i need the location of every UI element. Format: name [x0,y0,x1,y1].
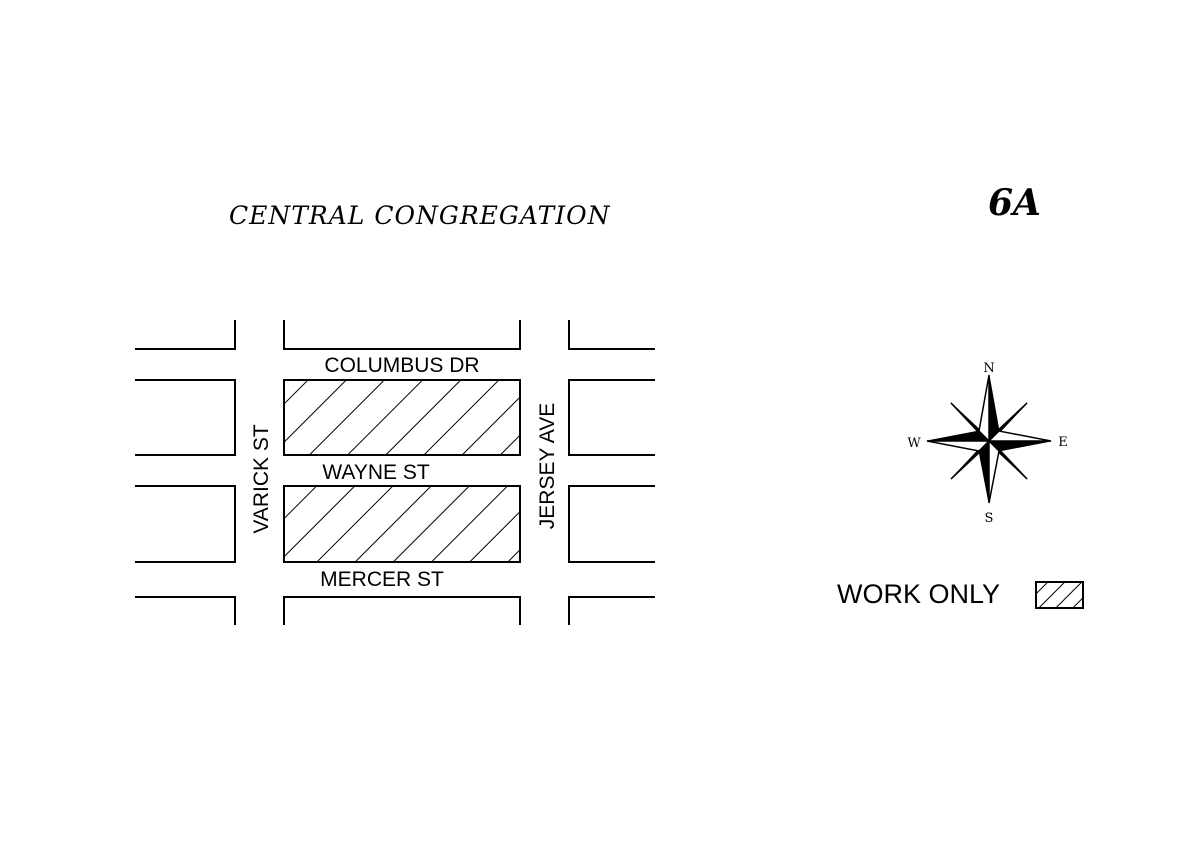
block-outline [135,596,236,625]
street-grid [135,320,655,625]
compass-east-label: E [1058,435,1068,450]
street-label-wayne: WAYNE ST [322,461,430,484]
street-label-jersey: JERSEY AVE [536,403,559,529]
legend: WORK ONLY [837,579,1084,609]
work-block-north [283,379,521,456]
block-outline [283,320,521,350]
block-outline [283,596,521,625]
legend-label: WORK ONLY [837,579,1000,609]
block-outline [568,379,655,456]
block-outline [135,379,236,456]
block-outline [568,596,655,625]
block-outline [135,320,236,350]
territory-code: 6A [988,182,1041,224]
street-label-mercer: MERCER ST [320,568,444,591]
block-outline [568,485,655,563]
street-label-varick: VARICK ST [250,424,273,533]
legend-hatch-swatch [1035,581,1084,609]
work-block-south [283,485,521,563]
block-outline [135,485,236,563]
compass-west-label: W [907,436,921,451]
map-title: CENTRAL CONGREGATION [229,201,611,230]
compass-north-label: N [983,361,994,376]
compass-south-label: S [985,511,994,526]
block-outline [568,320,655,350]
compass-rose-icon [926,374,1052,504]
street-label-columbus: COLUMBUS DR [324,354,479,377]
